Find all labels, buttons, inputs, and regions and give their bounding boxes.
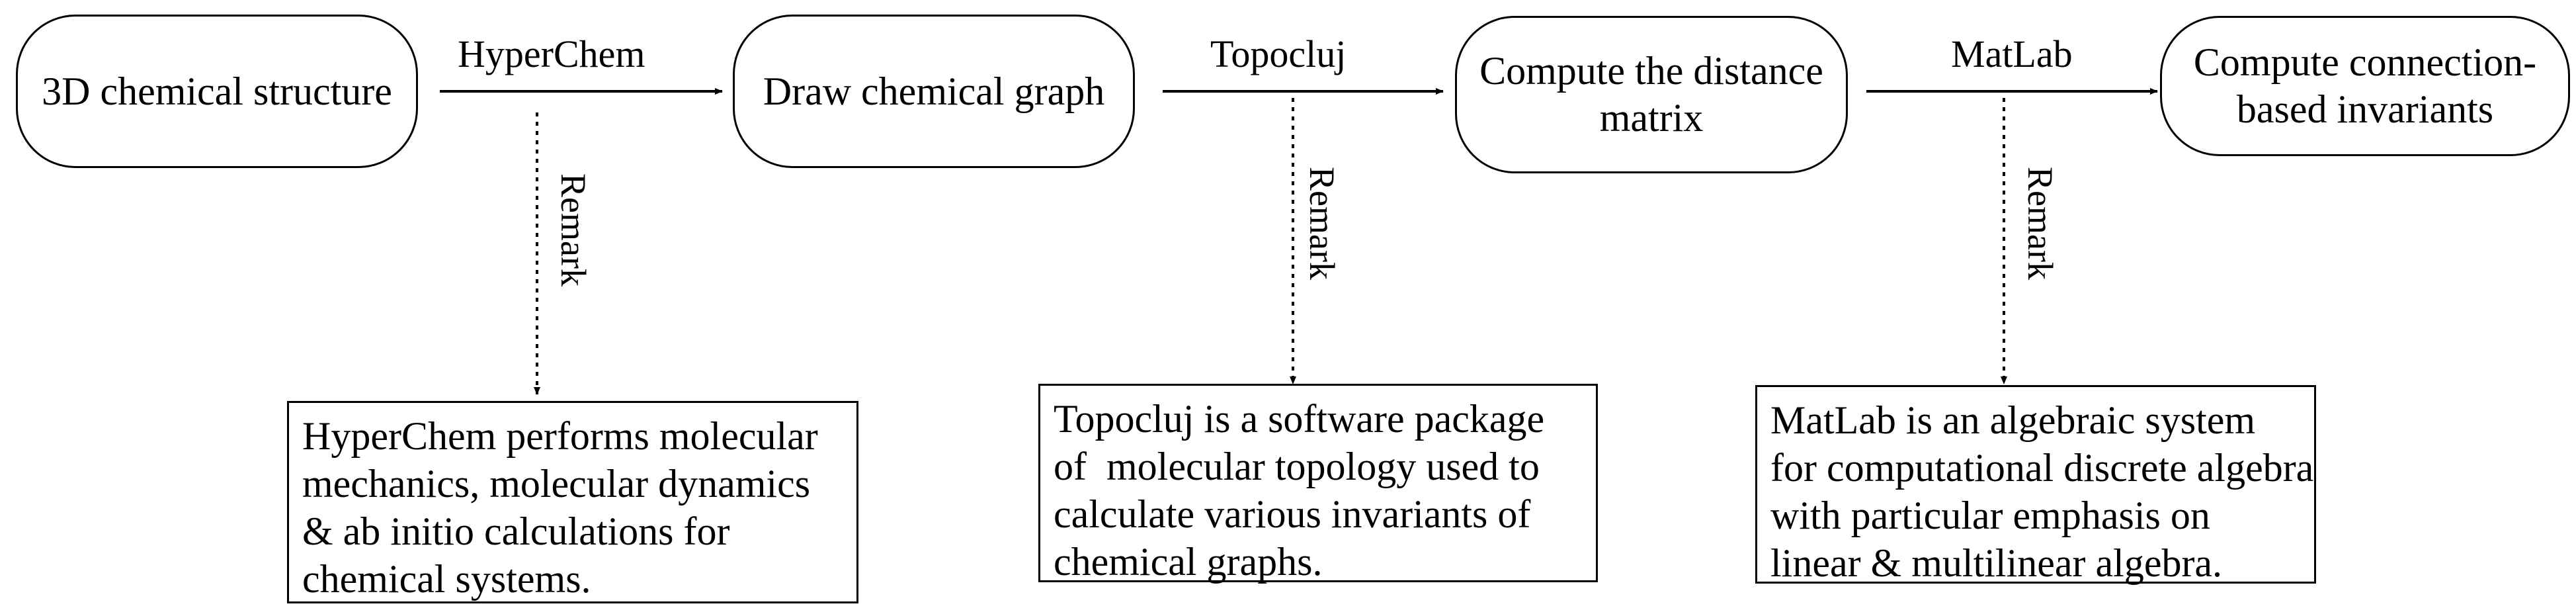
note-hyperchem-line-4: chemical systems. [302,557,591,601]
note-matlab: MatLab is an algebraic system for comput… [1755,385,2316,585]
tool-label-topocluj: Topocluj [1210,32,1347,75]
note-hyperchem-line-1: HyperChem performs molecular [302,414,818,458]
note-topocluj: Topocluj is a software package of molecu… [1038,384,1598,584]
step-draw-graph-label: Draw chemical graph [763,69,1105,113]
note-hyperchem-line-3: & ab initio calculations for [302,509,730,553]
note-hyperchem-line-2: mechanics, molecular dynamics [302,462,811,506]
remark-label-1: Remark [554,173,593,286]
note-matlab-line-1: MatLab is an algebraic system [1770,398,2256,442]
note-hyperchem: HyperChem performs molecular mechanics, … [287,401,858,603]
step-connection-invariants: Compute connection- based invariants [2160,16,2570,156]
note-topocluj-line-4: chemical graphs. [1054,540,1323,584]
note-topocluj-line-1: Topocluj is a software package [1054,397,1545,441]
remark-label-2: Remark [1302,167,1342,280]
step-distance-matrix: Compute the distance matrix [1455,16,1848,173]
note-matlab-line-3: with particular emphasis on [1770,494,2210,537]
step-distance-matrix-label: Compute the distance matrix [1479,48,1823,142]
step-connection-invariants-label: Compute connection- based invariants [2194,39,2536,133]
note-matlab-line-4: linear & multilinear algebra. [1770,541,2223,585]
step-3d-structure-label: 3D chemical structure [42,69,392,113]
tool-label-hyperchem: HyperChem [458,32,645,75]
remark-label-3: Remark [2020,167,2060,280]
step-connection-invariants-line-1: Compute connection- [2193,40,2537,85]
note-matlab-line-2: for computational discrete algebra [1770,446,2314,490]
step-distance-matrix-line-2: matrix [1599,96,1704,140]
tool-label-matlab: MatLab [1951,32,2073,75]
note-topocluj-line-3: calculate various invariants of [1054,492,1531,536]
note-topocluj-line-2: of molecular topology used to [1054,445,1540,488]
step-draw-graph: Draw chemical graph [733,15,1135,168]
step-distance-matrix-line-1: Compute the distance [1479,49,1823,93]
step-connection-invariants-line-2: based invariants [2236,87,2494,131]
step-3d-structure: 3D chemical structure [16,15,418,168]
